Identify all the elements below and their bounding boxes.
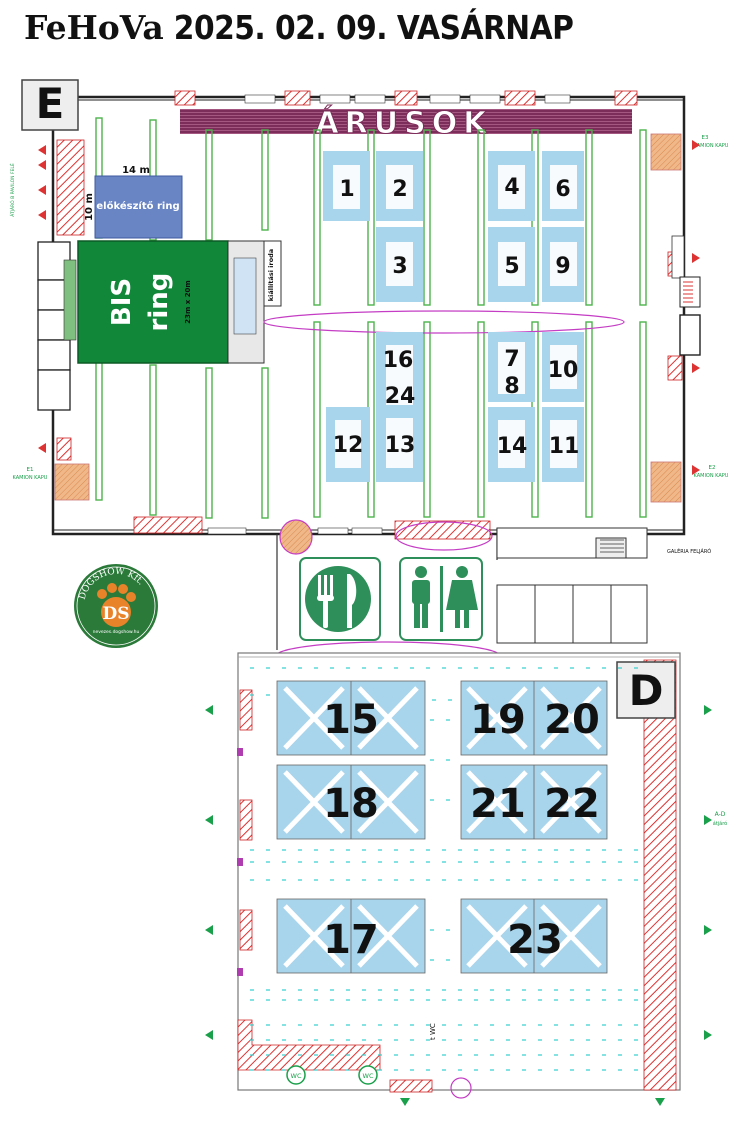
left-stall-b	[56, 437, 72, 461]
prep-ring	[94, 175, 183, 239]
restaurant-icon	[317, 574, 357, 628]
ad-passage-sub: átjáró	[713, 820, 727, 827]
ring-label-20: 20	[544, 697, 600, 743]
hall-d-label-box	[616, 661, 676, 719]
logo-bottom-text: nevezes.dogshow.hu	[93, 629, 140, 635]
d-chair-rows	[250, 667, 640, 1071]
gate-e3-sub: KAMION KAPU	[694, 143, 729, 149]
bottom-stall-a	[133, 516, 203, 534]
bis-label-line2: ring	[144, 273, 174, 332]
lobby-stairs	[600, 539, 624, 553]
hall-e-rings: 1 2 3 4 6 5 9 16 24 13	[323, 151, 584, 482]
ring-d-23: 23	[460, 898, 608, 974]
ring-label-2: 2	[392, 177, 407, 202]
wc-badge-1-label: WC	[291, 1072, 302, 1080]
ring-label-18: 18	[323, 781, 379, 827]
hall-e-letter: E	[36, 79, 65, 128]
ring-label-8: 8	[504, 374, 519, 399]
vendors-label: ÁRUSOK	[315, 105, 492, 141]
logo-center: DS	[102, 604, 129, 624]
wc-text: t WC	[429, 1023, 437, 1040]
ring-label-23: 23	[507, 917, 563, 963]
hall-e: E ÁRUSOK	[8, 79, 729, 555]
passage-b-label: ÁTJÁRÓ B PAVILON FELÉ	[8, 163, 16, 217]
left-stall-a	[56, 139, 85, 236]
gate-e2: E2	[709, 465, 716, 471]
exit-markers-left	[38, 145, 46, 453]
top-wall-stalls	[174, 90, 638, 106]
ring-label-4: 4	[504, 175, 519, 200]
prep-ring-width: 14 m	[122, 165, 150, 176]
gate-e1: E1	[27, 467, 34, 473]
gate-e3: E3	[702, 135, 709, 141]
ring-label-24: 24	[385, 384, 416, 409]
ring-label-1: 1	[339, 177, 354, 202]
ring-label-15: 15	[323, 697, 379, 743]
ring-label-11: 11	[549, 434, 580, 459]
staircase-right	[683, 281, 693, 303]
wc-badge-2	[358, 1065, 378, 1085]
ring-label-19: 19	[470, 697, 526, 743]
exhibition-office-label: kiállítási iroda	[267, 249, 275, 301]
hall-d-letter: D	[629, 666, 664, 715]
exhibition-office	[263, 240, 282, 307]
hall-d: D 15	[205, 652, 727, 1106]
paw-logo-icon	[97, 583, 136, 627]
hall-d-rings: 15 18 17 19 20	[276, 680, 608, 974]
d-bottom-stall	[237, 1019, 381, 1071]
ring-label-10: 10	[548, 358, 579, 383]
ring-d-15: 15	[276, 680, 426, 756]
vendors-band	[180, 109, 632, 134]
event-date: 2025. 02. 09. VASÁRNAP	[173, 8, 574, 47]
hall-e-label-box	[21, 79, 79, 131]
e3-gate-area	[650, 133, 682, 171]
bis-size: 23m x 20m	[184, 280, 192, 323]
gate-e2-sub: KAMION KAPU	[694, 473, 729, 479]
exit-markers-right	[692, 140, 700, 475]
ring-label-7: 7	[504, 347, 519, 372]
ring-label-5: 5	[504, 254, 519, 279]
ring-label-13: 13	[385, 433, 416, 458]
ring-label-6: 6	[555, 177, 570, 202]
bis-label-line1: BIS	[107, 278, 137, 326]
facility-rooms	[496, 527, 648, 644]
prep-ring-label: előkészítő ring	[96, 200, 179, 212]
ring-label-16: 16	[383, 348, 414, 373]
restroom-icon	[412, 566, 478, 632]
ring-label-3: 3	[392, 254, 407, 279]
d-right-stall-band	[643, 659, 677, 1091]
ring-d-17: 17	[276, 898, 426, 974]
ring-label-14: 14	[497, 434, 528, 459]
ring-label-9: 9	[555, 254, 570, 279]
dogshow-logo: DOGSHOW Kft. DS nevezes.dogshow.hu	[74, 564, 158, 648]
brand-title: FeHoVa	[24, 8, 164, 47]
lobby: GALÉRIA FELJÁRÓ	[275, 527, 711, 671]
ring-label-17: 17	[323, 917, 379, 963]
wc-badge-1	[286, 1065, 306, 1085]
bottom-stall-b	[394, 520, 491, 540]
e2-gate-area	[650, 461, 682, 503]
ring-label-21: 21	[470, 781, 526, 827]
ring-label-22: 22	[544, 781, 600, 827]
e1-gate-area	[54, 463, 90, 501]
ring-d-21-22: 21 22	[460, 764, 608, 840]
gallery-label: GALÉRIA FELJÁRÓ	[667, 547, 711, 555]
ring-d-19-20: 19 20	[460, 680, 608, 756]
prep-ring-height: 10 m	[84, 193, 95, 221]
d-exit-markers	[205, 705, 712, 1106]
d-magenta-markers	[237, 748, 243, 976]
wc-badge-2-label: WC	[363, 1072, 374, 1080]
bis-ring	[77, 240, 229, 364]
ring-label-12: 12	[333, 433, 364, 458]
ad-passage: A-D	[715, 811, 726, 818]
gate-e1-sub: KAMION KAPU	[13, 475, 48, 481]
ring-d-18: 18	[276, 764, 426, 840]
